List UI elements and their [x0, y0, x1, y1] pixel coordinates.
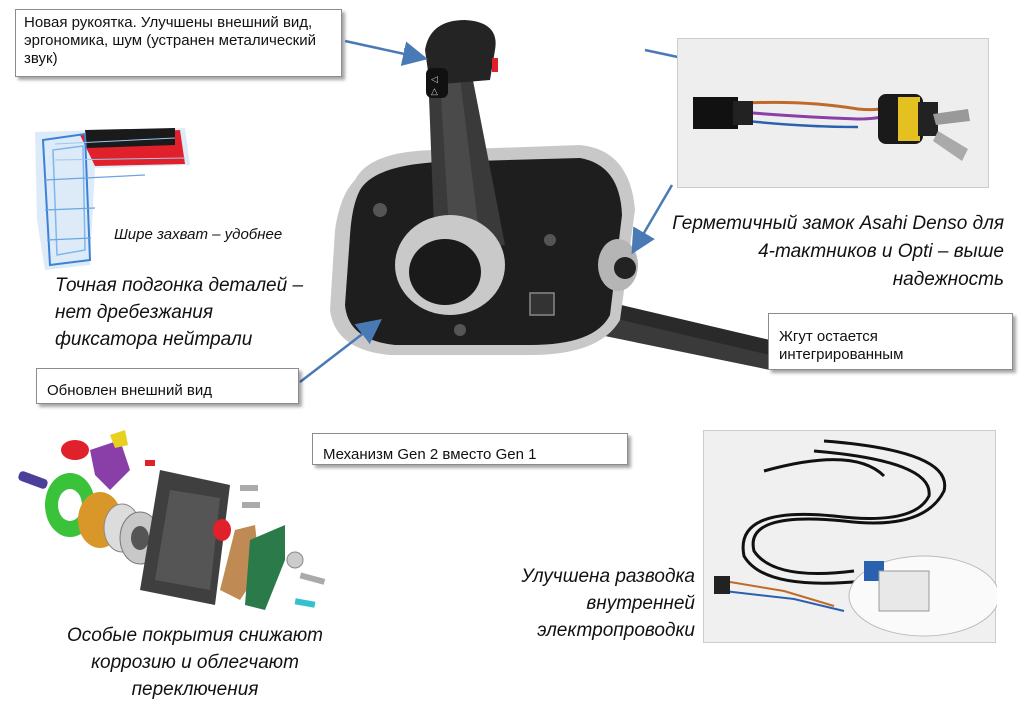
svg-text:◁: ◁	[431, 74, 438, 84]
wiring-photo	[703, 430, 997, 643]
callout-harness-text: Жгут остается интегрированным	[779, 328, 904, 363]
caption-wider-grip: Шире захват – удобнее	[114, 226, 283, 243]
callout-new-handle-text: Новая рукоятка. Улучшены внешний вид, эр…	[24, 14, 316, 67]
handle-cutaway-image	[25, 120, 195, 280]
caption-precise-fit: Точная подгонка деталей – нет дребезжани…	[55, 275, 304, 350]
caption-wiring: Улучшена разводка внутренней электропров…	[521, 566, 695, 641]
exploded-mechanism-image	[10, 430, 345, 620]
callout-mechanism: Механизм Gen 2 вместо Gen 1	[312, 433, 628, 465]
callout-updated-look: Обновлен внешний вид	[36, 368, 299, 404]
caption-coatings: Особые покрытия снижают коррозию и облег…	[67, 625, 323, 700]
svg-text:△: △	[431, 86, 438, 96]
callout-mechanism-text: Механизм Gen 2 вместо Gen 1	[323, 446, 537, 463]
control-box-image: ◁ △	[300, 10, 770, 380]
callout-new-handle: Новая рукоятка. Улучшены внешний вид, эр…	[15, 9, 342, 77]
callout-updated-look-text: Обновлен внешний вид	[47, 382, 212, 399]
key-lock-photo	[677, 38, 989, 188]
caption-lock: Герметичный замок Asahi Denso для 4-такт…	[672, 213, 1004, 290]
callout-harness: Жгут остается интегрированным	[768, 313, 1013, 370]
